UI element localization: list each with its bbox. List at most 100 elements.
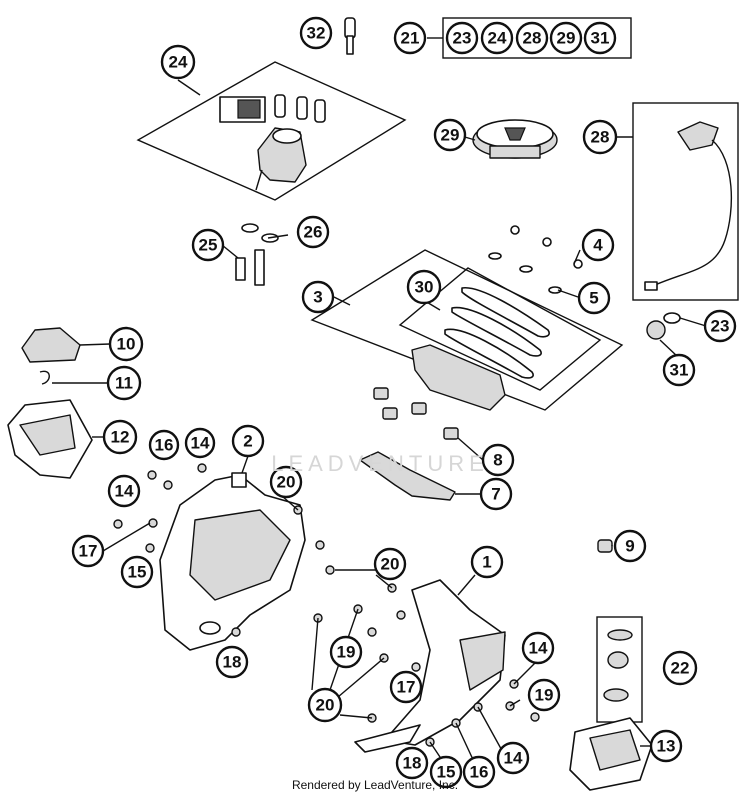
watermark: LEADVENTURE (271, 451, 489, 476)
screw-part (488, 225, 583, 294)
callout-14[interactable]: 14 (107, 474, 141, 508)
callout-7[interactable]: 7 (479, 477, 513, 511)
svg-text:16: 16 (470, 763, 489, 782)
callout-23[interactable]: 23 (445, 21, 479, 55)
callout-28[interactable]: 28 (582, 119, 618, 155)
callout-15[interactable]: 15 (429, 755, 463, 789)
svg-text:17: 17 (397, 678, 416, 697)
grommet-part (597, 539, 613, 553)
callout-29[interactable]: 29 (433, 118, 467, 152)
ignition-lock-group-frame (136, 61, 407, 201)
callout-23[interactable]: 23 (703, 309, 737, 343)
callout-20[interactable]: 20 (307, 687, 343, 723)
svg-text:8: 8 (493, 451, 502, 470)
svg-text:10: 10 (117, 335, 136, 354)
callout-18[interactable]: 18 (215, 645, 249, 679)
svg-text:32: 32 (307, 24, 326, 43)
pin-part (235, 223, 279, 286)
side-cover-part (7, 327, 93, 479)
callout-2[interactable]: 2 (231, 424, 265, 458)
svg-text:14: 14 (504, 749, 523, 768)
svg-text:20: 20 (381, 555, 400, 574)
svg-text:23: 23 (711, 317, 730, 336)
callout-32[interactable]: 32 (299, 16, 333, 50)
frame-bracket-shade (189, 509, 291, 601)
callout-21[interactable]: 21 (393, 21, 427, 55)
callout-1[interactable]: 1 (470, 545, 504, 579)
key-part (344, 17, 356, 55)
callout-14[interactable]: 14 (521, 631, 555, 665)
callout-31[interactable]: 31 (662, 353, 696, 387)
callout-17[interactable]: 17 (71, 534, 105, 568)
callout-16[interactable]: 16 (462, 755, 496, 789)
svg-text:19: 19 (535, 686, 554, 705)
svg-text:24: 24 (169, 53, 188, 72)
callout-3[interactable]: 3 (301, 280, 335, 314)
callout-28[interactable]: 28 (515, 21, 549, 55)
callout-13[interactable]: 13 (649, 729, 683, 763)
svg-text:14: 14 (529, 639, 548, 658)
callout-15[interactable]: 15 (120, 555, 154, 589)
svg-text:25: 25 (199, 236, 218, 255)
svg-text:26: 26 (304, 223, 323, 242)
callout-25[interactable]: 25 (191, 228, 225, 262)
svg-text:21: 21 (401, 29, 420, 48)
callout-24[interactable]: 24 (480, 21, 514, 55)
svg-text:13: 13 (657, 737, 676, 756)
cover-part-shade (589, 729, 641, 771)
cable-part (644, 121, 733, 291)
svg-text:20: 20 (316, 696, 335, 715)
svg-text:16: 16 (155, 436, 174, 455)
svg-text:2: 2 (243, 432, 252, 451)
svg-text:18: 18 (403, 754, 422, 773)
callout-19[interactable]: 19 (527, 678, 561, 712)
cable-box-28 (632, 102, 739, 301)
callout-29[interactable]: 29 (549, 21, 583, 55)
callout-5[interactable]: 5 (577, 281, 611, 315)
callout-8[interactable]: 8 (481, 443, 515, 477)
svg-text:12: 12 (111, 428, 130, 447)
bracket-top-mount (231, 472, 247, 488)
svg-text:29: 29 (441, 126, 460, 145)
callout-4[interactable]: 4 (581, 228, 615, 262)
seal-part (411, 287, 550, 411)
svg-text:17: 17 (79, 542, 98, 561)
fuel-cap-part (472, 119, 558, 159)
callout-20[interactable]: 20 (269, 465, 303, 499)
svg-text:7: 7 (491, 485, 500, 504)
callout-22[interactable]: 22 (662, 650, 698, 686)
callout-18[interactable]: 18 (395, 746, 429, 780)
callout-20[interactable]: 20 (373, 547, 407, 581)
svg-text:28: 28 (523, 29, 542, 48)
callout-12[interactable]: 12 (102, 419, 138, 455)
callout-11[interactable]: 11 (106, 365, 142, 401)
callout-26[interactable]: 26 (296, 215, 330, 249)
callout-9[interactable]: 9 (613, 529, 647, 563)
callout-31[interactable]: 31 (583, 21, 617, 55)
tank-cap-group-frame (310, 249, 624, 411)
svg-text:22: 22 (671, 659, 690, 678)
callout-19[interactable]: 19 (329, 635, 363, 669)
callout-30[interactable]: 30 (406, 269, 442, 305)
callout-14[interactable]: 14 (496, 741, 530, 775)
svg-text:3: 3 (313, 288, 322, 307)
callout-17[interactable]: 17 (389, 670, 423, 704)
leader-lines (52, 79, 707, 767)
svg-text:31: 31 (670, 361, 689, 380)
svg-text:14: 14 (115, 482, 134, 501)
callout-16[interactable]: 16 (148, 429, 180, 461)
small-lock-part (646, 312, 681, 340)
svg-text:14: 14 (191, 434, 210, 453)
svg-text:5: 5 (589, 289, 598, 308)
callout-24[interactable]: 24 (160, 44, 196, 80)
svg-text:15: 15 (128, 563, 147, 582)
callout-14[interactable]: 14 (184, 427, 216, 459)
bracket-foot (354, 724, 421, 753)
svg-text:1: 1 (482, 553, 491, 572)
footer-credit: Rendered by LeadVenture, Inc. (291, 778, 459, 792)
svg-text:23: 23 (453, 29, 472, 48)
svg-text:30: 30 (415, 278, 434, 297)
svg-text:20: 20 (277, 473, 296, 492)
callout-10[interactable]: 10 (108, 326, 144, 362)
svg-text:9: 9 (625, 537, 634, 556)
